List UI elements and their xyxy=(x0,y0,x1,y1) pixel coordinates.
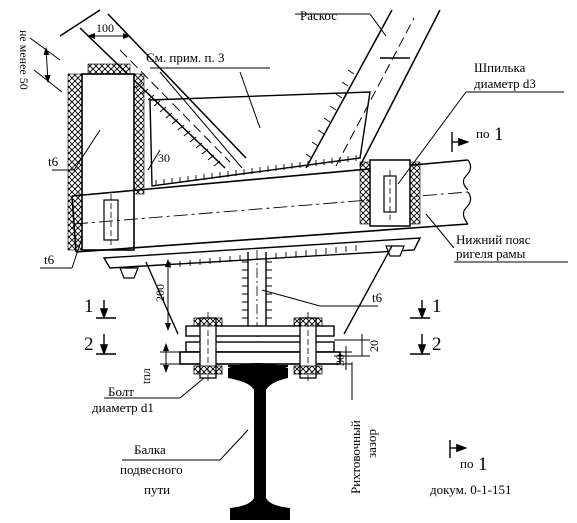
label-dim-30: 30 xyxy=(333,354,347,366)
label-section-2-right: 2 xyxy=(432,334,442,355)
label-bolt-1: Болт xyxy=(108,384,134,399)
label-t6-center: t6 xyxy=(372,290,383,305)
label-note-3: См. прим. п. 3 xyxy=(146,50,225,65)
crane-rail-beam xyxy=(228,363,290,520)
bolt-right xyxy=(293,312,323,384)
label-chord-1: Нижний пояс xyxy=(456,232,531,247)
left-vertical-plate xyxy=(67,63,145,251)
label-section-2-left: 2 xyxy=(84,334,94,355)
label-stud-2: диаметр d3 xyxy=(474,76,536,91)
label-stud-1: Шпилька xyxy=(474,60,526,75)
label-po1-top-num: 1 xyxy=(494,124,504,145)
lower-gusset xyxy=(145,245,393,335)
label-t6-upper: t6 xyxy=(48,154,59,169)
label-dim-30-weld: 30 xyxy=(158,151,170,165)
label-beam-3: пути xyxy=(144,482,170,497)
brace-right-weld xyxy=(305,69,355,159)
label-tpl: tпл xyxy=(139,368,153,384)
brace-right xyxy=(305,9,441,169)
brace-left-weld xyxy=(135,82,221,167)
label-section-1-left: 1 xyxy=(84,296,94,317)
chord-top-weld xyxy=(155,155,357,186)
label-gap-1: Рихтовочный xyxy=(348,420,363,494)
label-dim-20: 20 xyxy=(367,340,381,352)
brace-left xyxy=(59,9,247,169)
gusset-plate xyxy=(149,91,371,187)
label-min-50: не менее 50 xyxy=(17,30,31,90)
label-raskos: Раскос xyxy=(300,8,337,23)
left-stud xyxy=(103,194,119,248)
label-po1-bottom: по xyxy=(460,456,473,471)
bolt-left xyxy=(193,312,223,384)
label-po1-top: по xyxy=(476,126,489,141)
label-gap-2: зазор xyxy=(364,429,379,458)
right-clamp-plate xyxy=(359,159,421,227)
label-dim-200: 200 xyxy=(153,284,167,302)
label-beam-2: подвесного xyxy=(120,462,183,477)
label-chord-2: ригеля рамы xyxy=(456,246,526,261)
section-markers xyxy=(96,132,470,458)
label-po1-bottom-num: 1 xyxy=(478,454,488,475)
label-section-1-right: 1 xyxy=(432,296,442,317)
leaders xyxy=(29,13,568,461)
label-dim-100: 100 xyxy=(96,21,114,35)
label-beam-1: Балка xyxy=(134,442,166,457)
label-bolt-2: диаметр d1 xyxy=(92,400,154,415)
support-plate xyxy=(102,237,422,279)
label-doc-ref: докум. 0-1-151 xyxy=(430,482,511,497)
label-t6-lower: t6 xyxy=(44,252,55,267)
